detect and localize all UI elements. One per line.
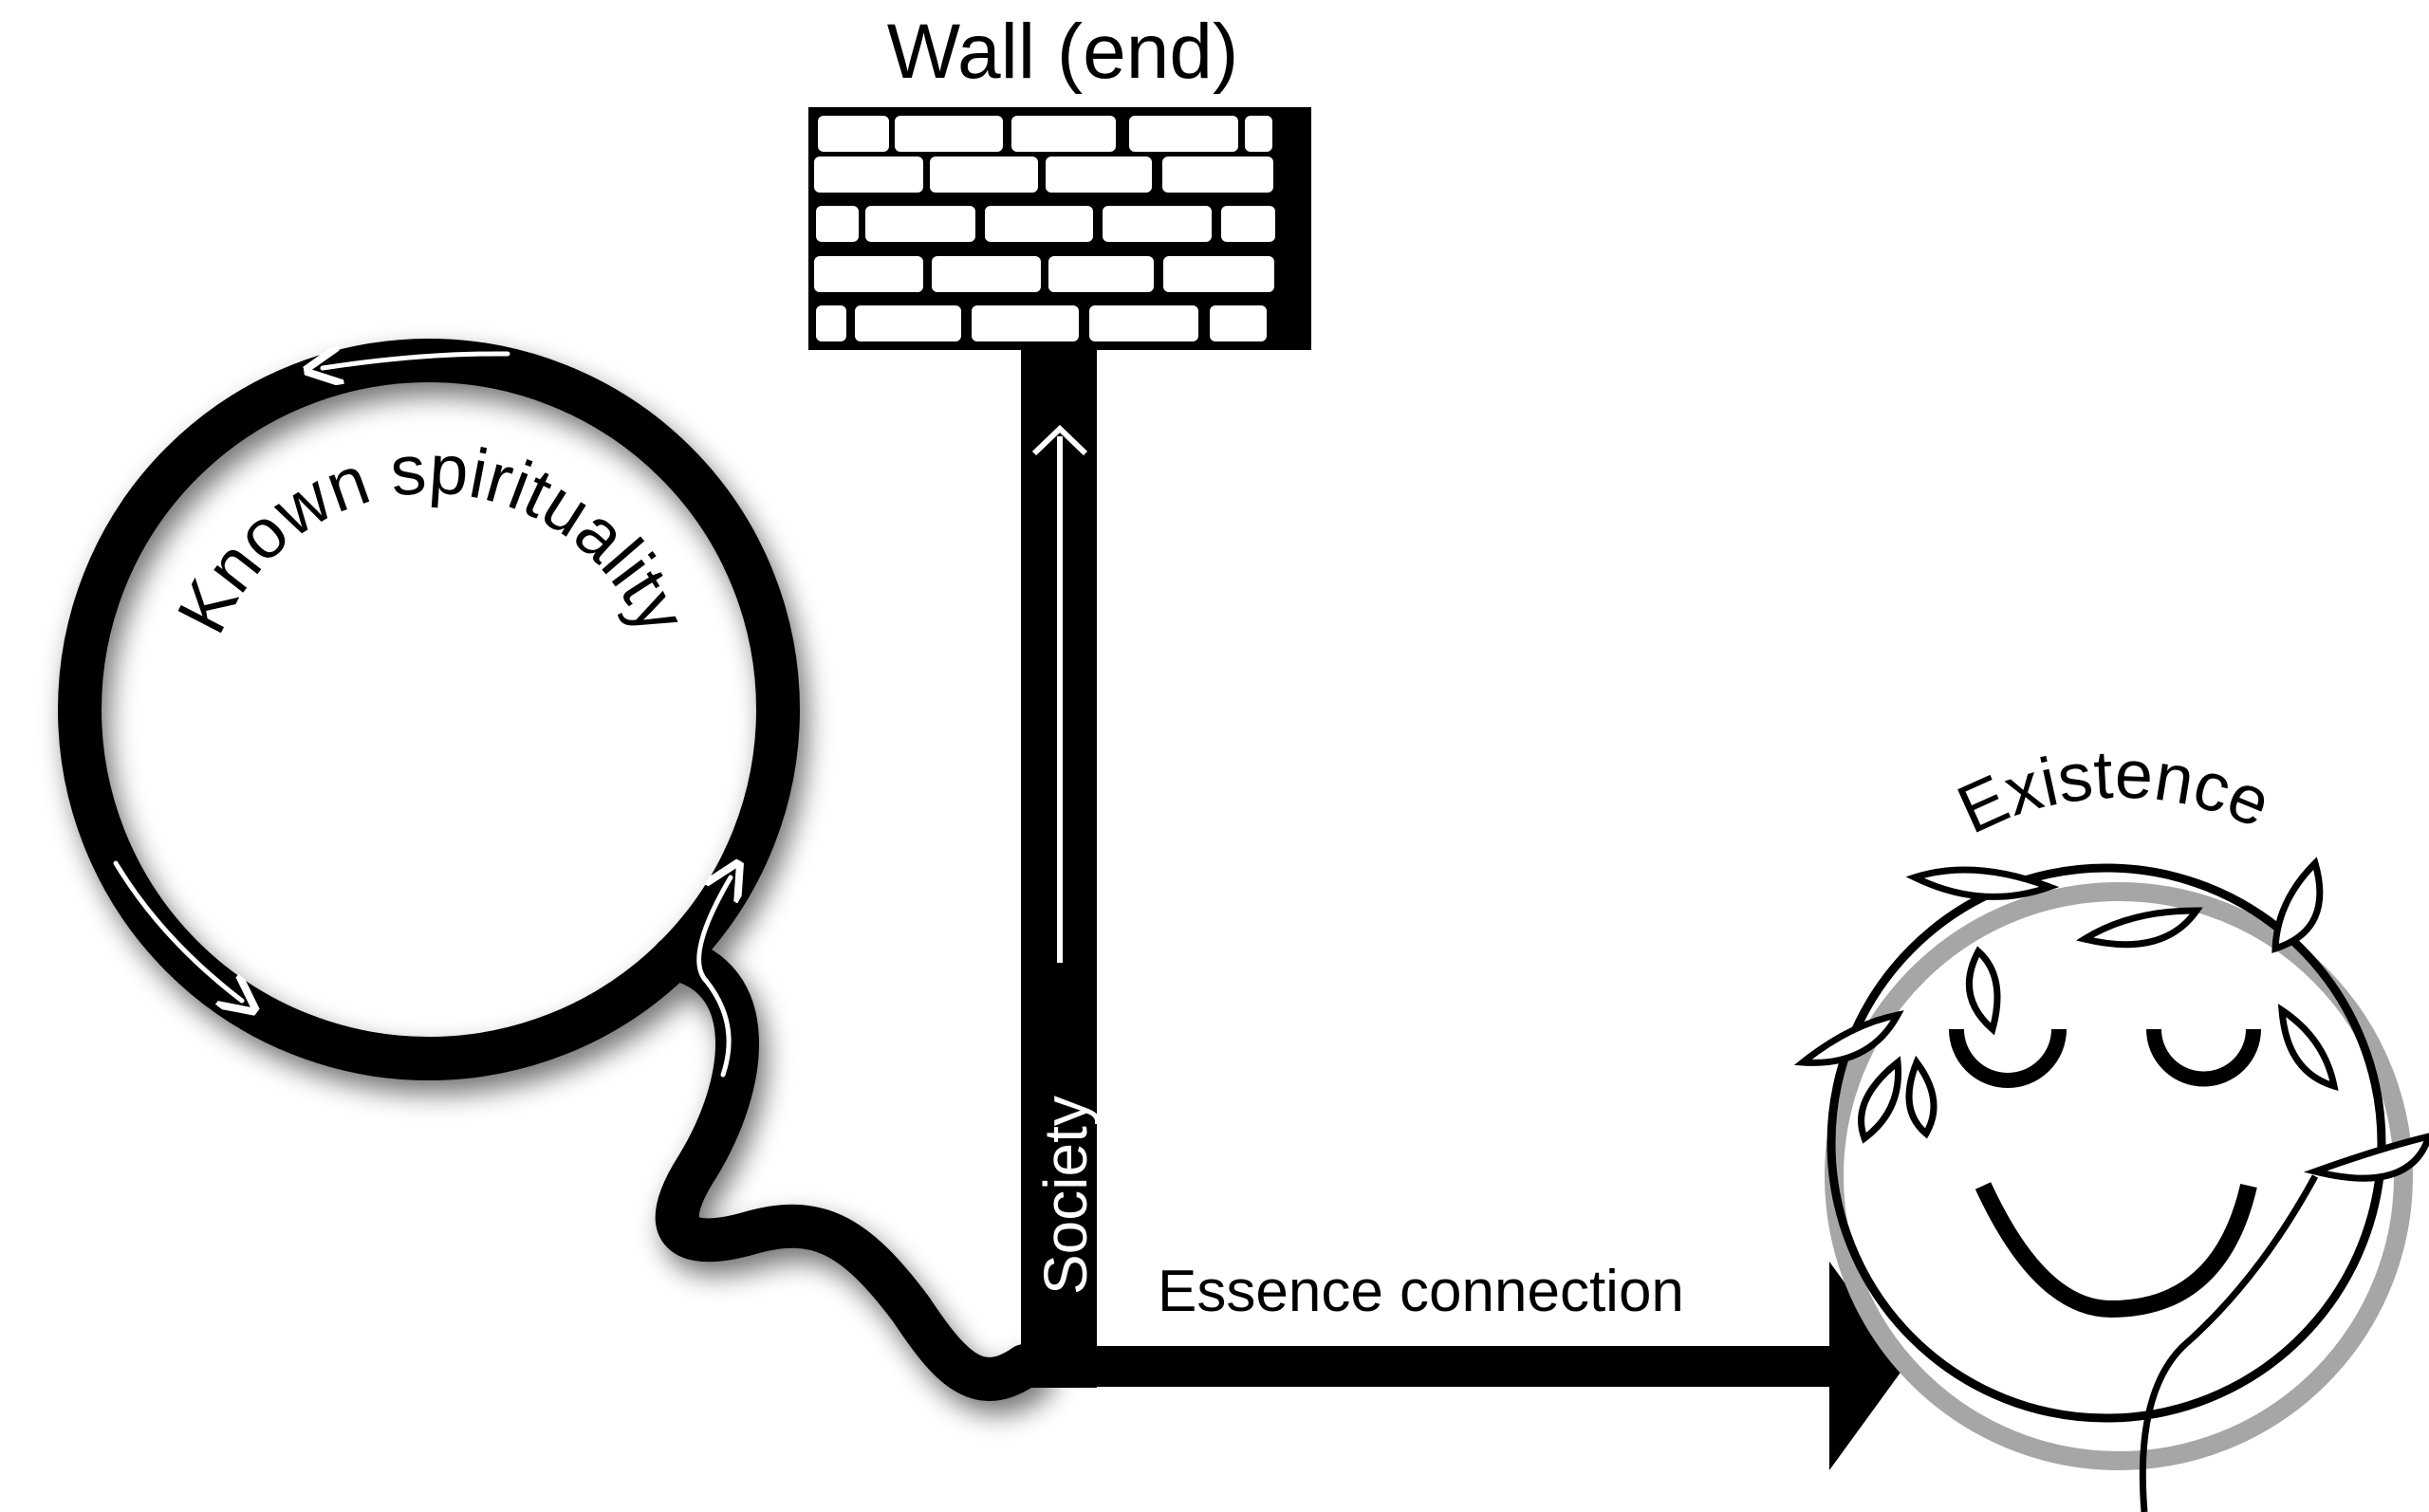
wall-bricks [814, 116, 1275, 341]
brick [814, 256, 923, 292]
brick [895, 116, 1003, 152]
known-spirituality-text: Known spirituality [162, 429, 702, 645]
brick [930, 157, 1038, 193]
face-halo [1825, 882, 2413, 1470]
brick [972, 305, 1079, 341]
brick [814, 157, 923, 193]
brick [1162, 157, 1273, 193]
essence-label: Essence connection [1158, 1259, 1684, 1324]
brick [1048, 256, 1154, 292]
left-eye [1949, 1028, 2067, 1088]
brick [985, 206, 1093, 242]
vine-stem [2139, 1174, 2319, 1512]
arrow-left-icon [113, 860, 242, 1001]
brick [1210, 305, 1267, 341]
essence-bar [1021, 1346, 1837, 1387]
wall: Wall (end) [808, 9, 1311, 350]
existence-face [1793, 857, 2429, 1512]
face-outline [1826, 863, 2386, 1423]
brick [1245, 116, 1272, 152]
arrow-exit-icon [696, 877, 731, 1078]
brick [1103, 206, 1212, 242]
wall-label: Wall (end) [887, 9, 1239, 95]
known-spirituality-label: Known spirituality [162, 429, 702, 645]
brick [1221, 206, 1275, 242]
brick [855, 305, 961, 341]
existence-label: Existence [1947, 736, 2281, 848]
brick [816, 305, 846, 341]
society-arrowhead-icon [1031, 424, 1088, 456]
brick [932, 256, 1041, 292]
essence-arrowhead-icon [1829, 1262, 1905, 1470]
spirituality-loop [58, 339, 1047, 1401]
leaves [1793, 857, 2429, 1182]
flow-arrows [113, 354, 731, 1078]
society-label: Society [1031, 1096, 1100, 1295]
brick [865, 206, 975, 242]
spirituality-circle [58, 339, 800, 1080]
arrow-top-icon [323, 354, 510, 368]
smile [1975, 1182, 2257, 1318]
winding-path [652, 936, 1047, 1401]
brick [1011, 116, 1116, 152]
right-eye [2146, 1028, 2261, 1087]
brick [1129, 116, 1238, 152]
brick [818, 116, 889, 152]
existence-text: Existence [1947, 736, 2281, 848]
brick [1089, 305, 1198, 341]
brick [1163, 256, 1274, 292]
brick [1046, 157, 1152, 193]
brick [816, 206, 859, 242]
